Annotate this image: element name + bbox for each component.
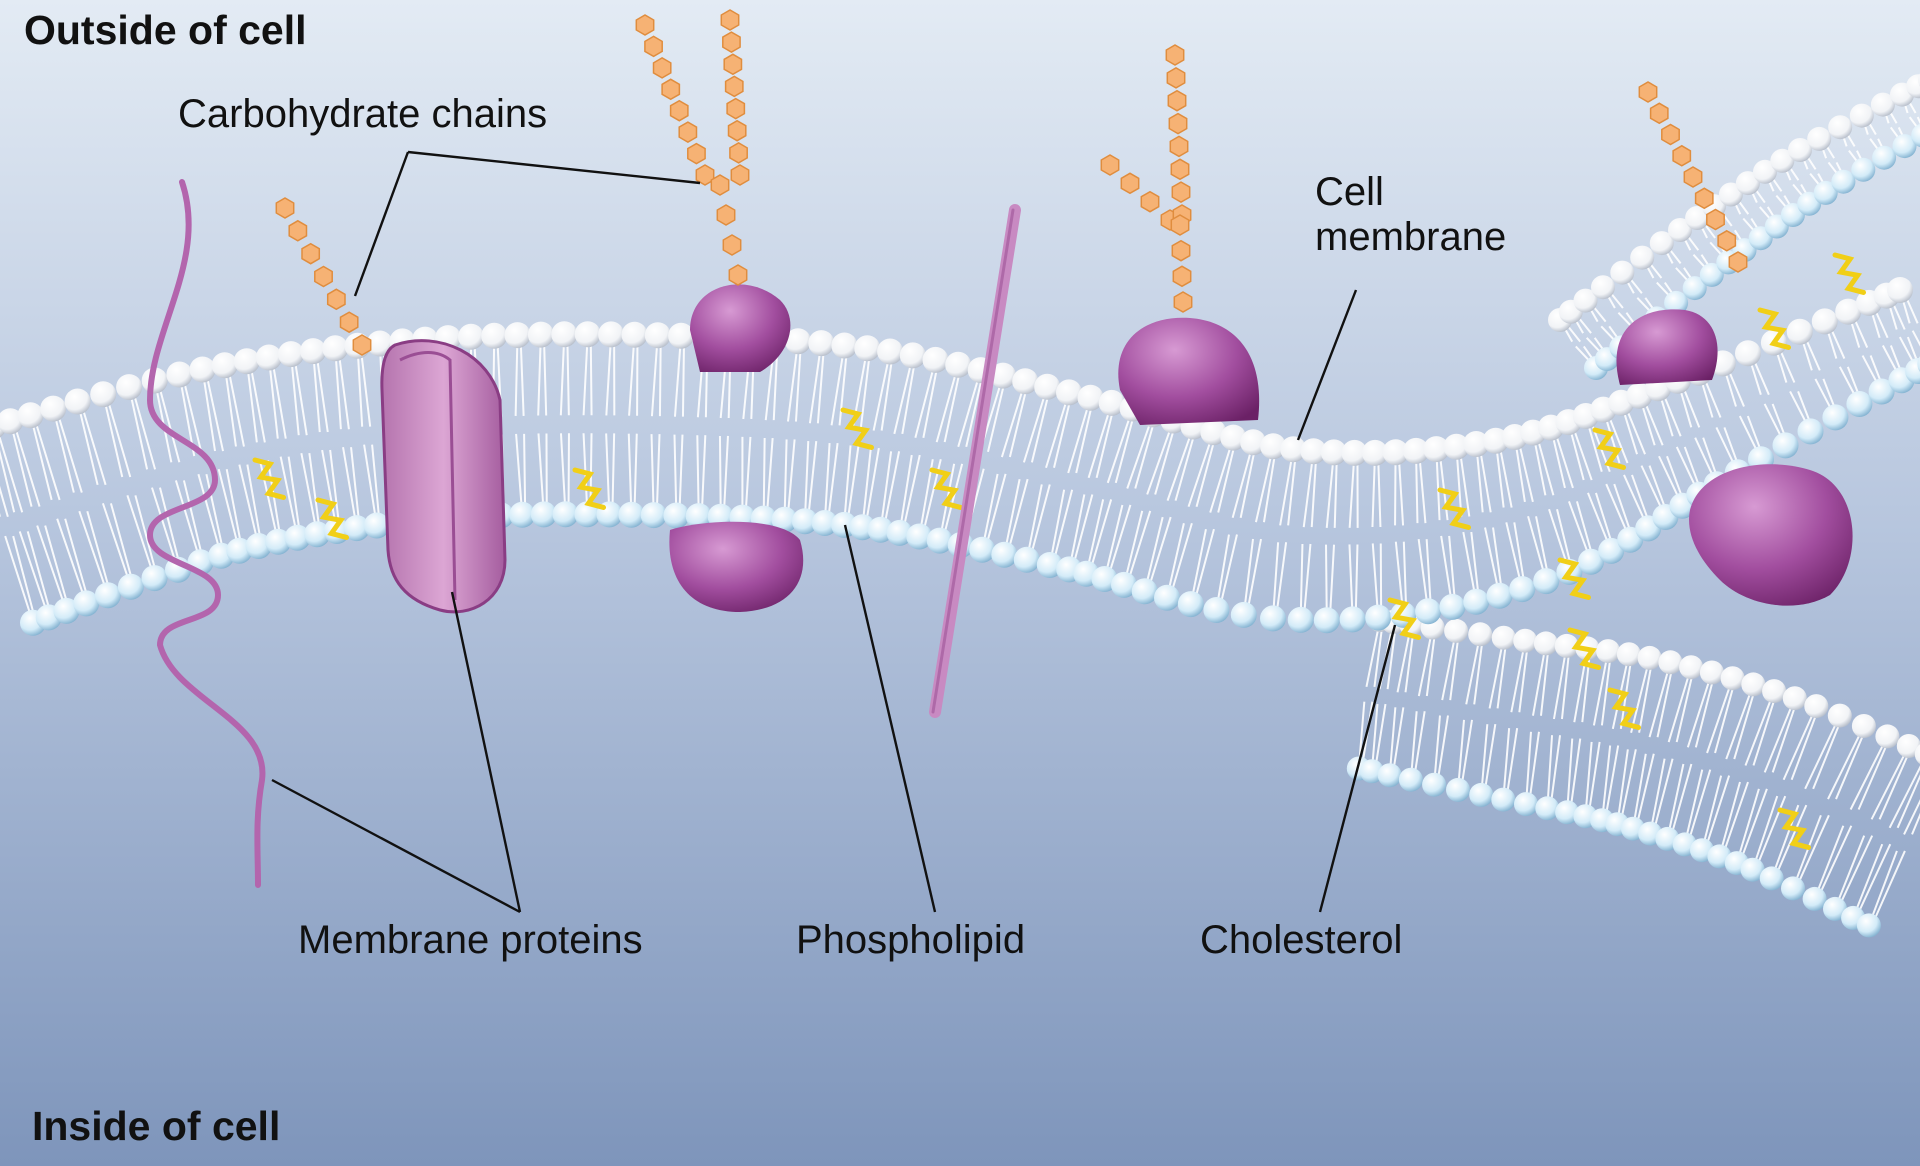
label-inside-of-cell: Inside of cell xyxy=(32,1104,280,1150)
label-carbohydrate-chains: Carbohydrate chains xyxy=(178,92,547,137)
label-cell-membrane-line1: Cell xyxy=(1315,170,1384,214)
peripheral-protein-upper-1 xyxy=(690,284,790,372)
label-cell-membrane-line2: membrane xyxy=(1315,215,1506,259)
label-membrane-proteins: Membrane proteins xyxy=(298,918,643,963)
label-outside-of-cell: Outside of cell xyxy=(24,8,307,54)
channel-protein xyxy=(382,341,505,612)
label-cholesterol: Cholesterol xyxy=(1200,918,1402,963)
label-phospholipid: Phospholipid xyxy=(796,918,1025,963)
label-cell-membrane: Cell membrane xyxy=(1315,170,1506,260)
